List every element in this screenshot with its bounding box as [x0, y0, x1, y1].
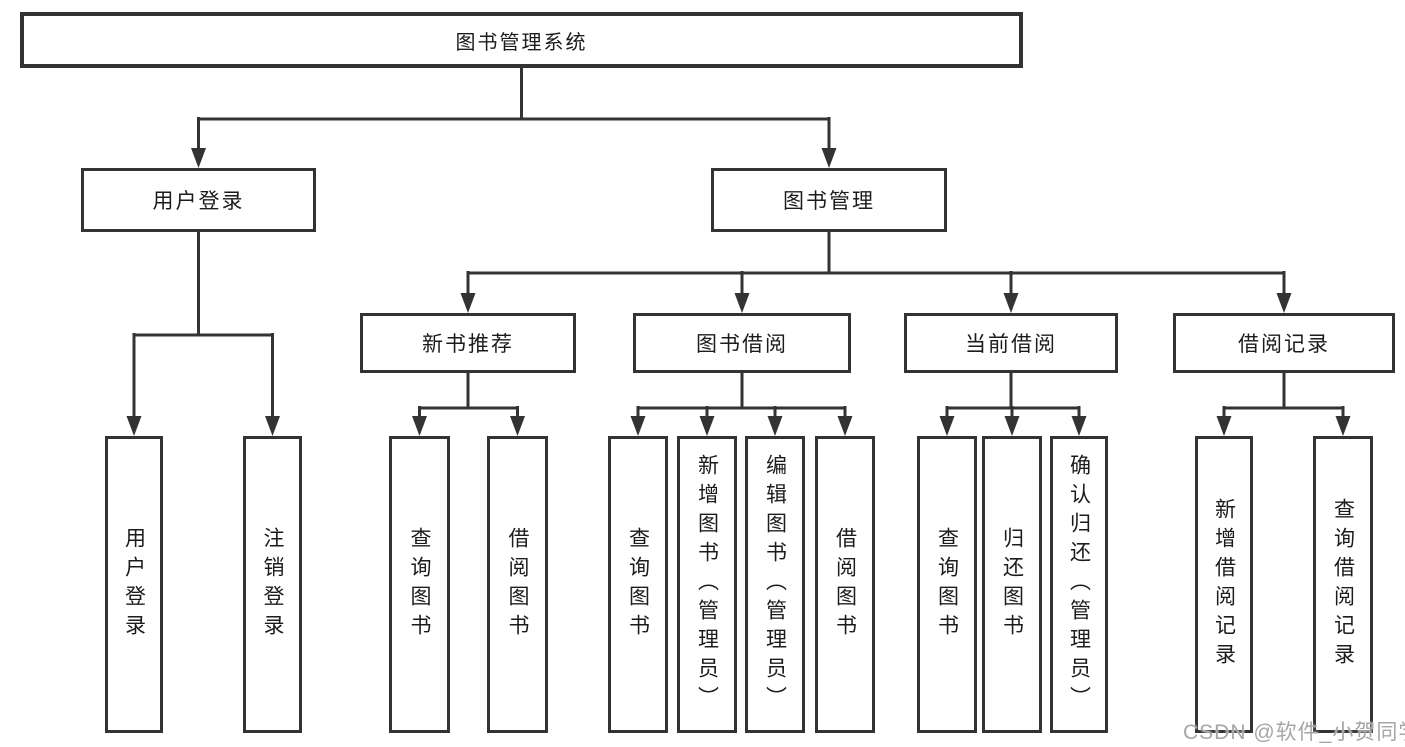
arrow-down-icon — [1003, 293, 1019, 313]
arrow-down-icon — [767, 416, 783, 436]
node-book-management: 图书管理 — [711, 168, 947, 232]
leaf-label: 借阅图书 — [833, 526, 857, 643]
leaf-borrow-books-1: 借阅图书 — [487, 436, 548, 733]
arrow-down-icon — [460, 293, 476, 313]
arrow-down-icon — [510, 416, 525, 436]
leaf-add-borrow-record: 新增借阅记录 — [1195, 436, 1253, 733]
leaf-label: 查询图书 — [408, 526, 431, 643]
leaf-label: 查询借阅记录 — [1331, 497, 1355, 672]
leaf-label: 编辑图书（管理员） — [763, 454, 787, 715]
node-label: 图书管理 — [783, 190, 875, 213]
leaf-label: 查询图书 — [935, 526, 959, 643]
arrow-down-icon — [1004, 416, 1020, 436]
arrow-down-icon — [1335, 416, 1351, 436]
node-label: 当前借阅 — [965, 333, 1057, 356]
leaf-logout: 注销登录 — [243, 436, 302, 733]
leaf-query-books-3: 查询图书 — [917, 436, 977, 733]
leaf-label: 用户登录 — [122, 526, 146, 643]
arrow-down-icon — [1216, 416, 1232, 436]
leaf-user-login: 用户登录 — [105, 436, 163, 733]
arrow-down-icon — [265, 416, 280, 436]
node-label: 图书借阅 — [696, 333, 788, 356]
arrow-down-icon — [1276, 293, 1292, 313]
node-label: 新书推荐 — [422, 333, 514, 356]
csdn-watermark: CSDN @软件_小贺同学 — [1183, 721, 1405, 744]
arrow-down-icon — [412, 416, 427, 436]
arrow-down-icon — [939, 416, 955, 436]
node-label: 图书管理系统 — [455, 31, 588, 54]
leaf-label: 新增图书（管理员） — [695, 454, 719, 715]
leaf-label: 注销登录 — [261, 526, 284, 643]
leaf-query-books-2: 查询图书 — [608, 436, 668, 733]
leaf-confirm-return-admin: 确认归还（管理员） — [1050, 436, 1108, 733]
node-book-borrow: 图书借阅 — [633, 313, 851, 373]
node-current-borrow: 当前借阅 — [904, 313, 1118, 373]
arrowheads — [126, 148, 1351, 436]
leaf-return-books: 归还图书 — [982, 436, 1042, 733]
arrow-down-icon — [191, 148, 206, 168]
arrow-down-icon — [837, 416, 853, 436]
node-borrow-records: 借阅记录 — [1173, 313, 1395, 373]
node-label: 用户登录 — [152, 190, 245, 213]
leaf-label: 确认归还（管理员） — [1067, 454, 1091, 715]
leaf-query-books-1: 查询图书 — [389, 436, 450, 733]
leaf-borrow-books-2: 借阅图书 — [815, 436, 875, 733]
arrow-down-icon — [630, 416, 646, 436]
arrow-down-icon — [126, 416, 142, 436]
arrow-down-icon — [821, 148, 837, 168]
leaf-label: 新增借阅记录 — [1212, 497, 1236, 672]
leaf-label: 查询图书 — [626, 526, 650, 643]
node-new-book-recommend: 新书推荐 — [360, 313, 576, 373]
leaf-label: 借阅图书 — [506, 526, 529, 643]
arrow-down-icon — [1071, 416, 1087, 436]
node-library-management-system: 图书管理系统 — [20, 12, 1023, 68]
leaf-query-borrow-record: 查询借阅记录 — [1313, 436, 1373, 733]
leaf-add-books-admin: 新增图书（管理员） — [677, 436, 737, 733]
arrow-down-icon — [699, 416, 715, 436]
arrow-down-icon — [734, 293, 750, 313]
leaf-edit-books-admin: 编辑图书（管理员） — [745, 436, 805, 733]
leaf-label: 归还图书 — [1000, 526, 1024, 643]
node-label: 借阅记录 — [1238, 333, 1330, 356]
node-user-login: 用户登录 — [81, 168, 316, 232]
